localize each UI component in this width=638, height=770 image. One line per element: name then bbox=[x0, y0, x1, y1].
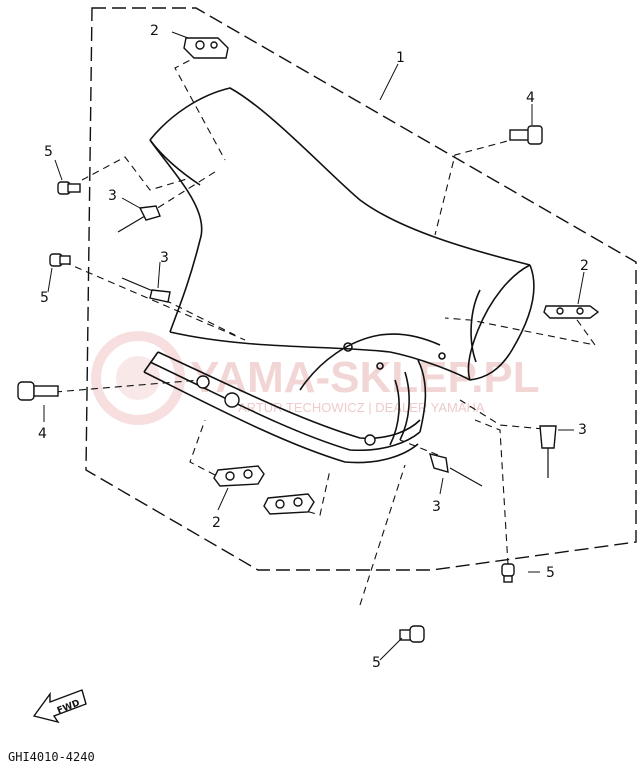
watermark-sub: ARTUR TECHOWICZ | DEALER YAMAHA bbox=[238, 400, 485, 415]
front-cover-part bbox=[143, 87, 535, 464]
callout-4-right: 4 bbox=[526, 90, 535, 106]
callout-5-mid-left: 5 bbox=[40, 290, 49, 306]
callout-leaders bbox=[43, 31, 585, 661]
rivet-bottom bbox=[428, 453, 483, 487]
plate-nut-top bbox=[183, 37, 229, 59]
callout-2-right: 2 bbox=[580, 258, 589, 274]
rivet-mid-left bbox=[121, 277, 171, 303]
hardware-items bbox=[17, 37, 600, 643]
bolt-right bbox=[509, 125, 543, 145]
callout-3-upper-left: 3 bbox=[108, 188, 117, 204]
plate-nut-bottom-right bbox=[263, 493, 315, 515]
screw-upper-left bbox=[57, 181, 81, 195]
callout-3-right: 3 bbox=[578, 422, 587, 438]
callout-2-bottom: 2 bbox=[212, 515, 221, 531]
diagram-code: GHI4010-4240 bbox=[8, 750, 95, 764]
assembly-boundary bbox=[85, 7, 637, 571]
watermark-main: YAMA-SKLEP.PL bbox=[190, 353, 540, 402]
screw-bottom-right bbox=[501, 563, 515, 583]
callout-1: 1 bbox=[396, 50, 405, 66]
rivet-upper-left bbox=[117, 205, 161, 233]
callout-labels: 1 2 2 2 3 3 3 3 4 4 5 5 5 5 bbox=[38, 23, 589, 671]
callout-4-left: 4 bbox=[38, 426, 47, 442]
callout-3-mid-left: 3 bbox=[160, 250, 169, 266]
screw-bottom bbox=[399, 625, 425, 643]
callout-5-upper-left: 5 bbox=[44, 144, 53, 160]
bolt-left bbox=[17, 381, 59, 401]
callout-5-bottom: 5 bbox=[372, 655, 381, 671]
plate-nut-right bbox=[543, 305, 600, 319]
plate-nut-bottom-left bbox=[213, 465, 265, 487]
rivet-right bbox=[539, 425, 557, 478]
screw-mid-left bbox=[49, 253, 71, 267]
leader-lines bbox=[54, 54, 597, 606]
fwd-arrow-icon: FWD bbox=[32, 689, 87, 724]
callout-3-bottom: 3 bbox=[432, 499, 441, 515]
callout-2-top: 2 bbox=[150, 23, 159, 39]
callout-5-bottom-right: 5 bbox=[546, 565, 555, 581]
